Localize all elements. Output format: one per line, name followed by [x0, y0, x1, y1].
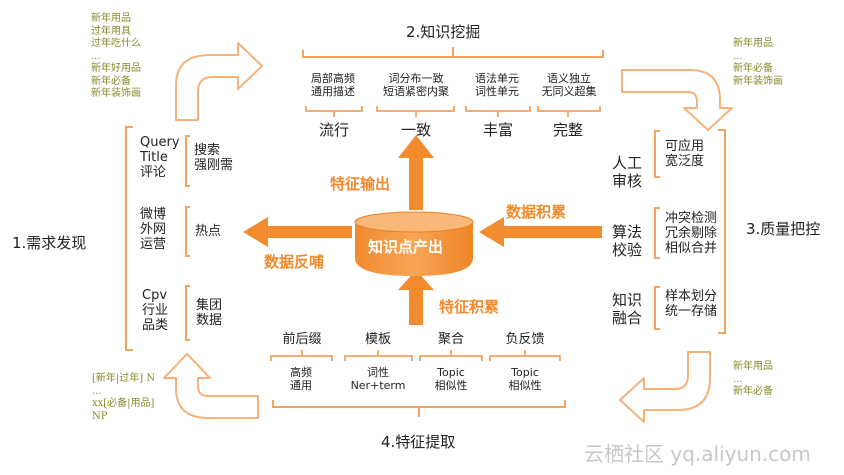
- annotation-top-right: 新年用品 ... 新年必备 新年装饰画: [733, 38, 783, 87]
- mining-item-1-label: 流行: [318, 121, 349, 139]
- center-label: 知识点产出: [368, 238, 444, 256]
- extraction-brace: [272, 400, 566, 417]
- extraction-item-1-label: 前后缀: [282, 332, 322, 347]
- quality-row1-method: 人工 审核: [612, 154, 643, 190]
- extraction-item-2-label: 模板: [364, 332, 391, 347]
- source-item: Title: [140, 150, 168, 165]
- arrow-accumulate-right: [479, 217, 602, 247]
- left-outer-bracket: [125, 126, 133, 351]
- result-item: 搜索: [194, 143, 221, 158]
- extraction-item-3-label: 聚合: [437, 332, 464, 347]
- mining-item-4-label: 完整: [552, 121, 583, 139]
- extraction-bracket-4: [489, 350, 561, 361]
- mining-brace: [302, 47, 604, 58]
- source-item: 评论: [140, 165, 167, 180]
- left-row2-result: 热点: [195, 224, 221, 239]
- right-bracket-row3: [654, 286, 660, 330]
- annotation-bottom-left: [新年|过年] N ... xx[必备|用品] NP: [92, 373, 156, 422]
- source-item: 品类: [142, 318, 169, 333]
- left-row3-result: 集团 数据: [196, 298, 222, 328]
- left-row3-sources: Cpv 行业 品类: [142, 288, 168, 333]
- left-row2-sources: 微博 外网 运营: [140, 207, 166, 252]
- arrow-output-label: 特征输出: [330, 175, 391, 193]
- left-row1-sources: Query Title 评论: [140, 135, 180, 180]
- annotation-top-left: 新年用品 过年用具 过年吃什么 ... 新年好用品 新年必备 新年装饰画: [91, 13, 141, 99]
- mining-bracket-2: [376, 106, 455, 117]
- mining-item-1-desc: 局部高频 通用描述: [311, 72, 355, 98]
- result-item: 强刚需: [194, 158, 234, 173]
- quality-row3-detail: 样本划分 统一存储: [665, 289, 718, 319]
- source-item: Query: [140, 135, 180, 150]
- right-bracket-row2: [654, 207, 660, 259]
- extraction-item-4-label: 负反馈: [505, 332, 545, 347]
- source-item: 外网: [140, 222, 167, 237]
- source-item: 运营: [140, 237, 167, 252]
- mining-bracket-4: [537, 106, 601, 117]
- left-bracket-row3: [185, 285, 190, 341]
- mining-bracket-3: [465, 106, 531, 117]
- arrow-accumulate-bottom-label: 特征积累: [439, 298, 500, 316]
- left-row1-result: 搜索 强刚需: [194, 143, 233, 173]
- result-item: 热点: [195, 224, 222, 239]
- step-quality-title: 3.质量把控: [746, 220, 821, 238]
- extraction-bracket-2: [344, 350, 413, 361]
- extraction-item-3-desc: Topic 相似性: [434, 366, 468, 392]
- source-item: Cpv: [142, 288, 168, 303]
- arrow-feedback-label: 数据反哺: [264, 253, 325, 271]
- flow-arrow-top-right: [621, 69, 733, 131]
- left-bracket-row1: [185, 135, 190, 187]
- watermark-text: 云栖社区 yq.aliyun.com: [584, 442, 811, 466]
- step-discovery-title: 1.需求发现: [12, 234, 87, 252]
- arrow-accumulate-right-label: 数据积累: [506, 203, 567, 221]
- left-bracket-row2: [185, 206, 190, 257]
- annotation-bottom-right: 新年用品 ... 新年必备: [733, 361, 773, 397]
- right-bracket-row1: [654, 130, 660, 178]
- flow-arrow-bottom-right: [619, 351, 711, 423]
- quality-row2-method: 算法 校验: [612, 223, 643, 259]
- mining-item-2-desc: 词分布一致 短语紧密内聚: [383, 72, 449, 98]
- arrow-output-up: [398, 135, 434, 210]
- step-mining-title: 2.知识挖掘: [406, 23, 481, 41]
- extraction-item-1-desc: 高频 通用: [290, 366, 312, 392]
- step-extraction-title: 4.特征提取: [381, 433, 456, 451]
- source-item: 行业: [142, 303, 169, 318]
- arrow-accumulate-bottom: [398, 270, 434, 325]
- mining-item-2-label: 一致: [400, 121, 431, 139]
- right-outer-bracket: [718, 129, 726, 334]
- result-item: 数据: [196, 313, 223, 328]
- quality-row3-method: 知识 融合: [612, 291, 643, 327]
- quality-row1-detail: 可应用 宽泛度: [665, 139, 705, 169]
- quality-row2-detail: 冲突检测 冗余剔除 相似合并: [665, 211, 718, 256]
- mining-item-3-label: 丰富: [482, 121, 513, 139]
- extraction-bracket-1: [270, 350, 333, 361]
- result-item: 集团: [196, 298, 223, 313]
- source-item: 微博: [140, 207, 167, 222]
- extraction-item-2-desc: 词性 Ner+term: [350, 366, 406, 392]
- arrow-feedback-left: [243, 217, 352, 247]
- flow-arrow-top-left: [175, 42, 263, 121]
- mining-bracket-1: [305, 106, 363, 117]
- flow-arrow-bottom-left: [163, 353, 259, 419]
- mining-item-3-desc: 语法单元 词性单元: [475, 72, 519, 98]
- mining-item-4-desc: 语义独立 无同义超集: [541, 72, 597, 98]
- knowledge-cylinder: [354, 211, 474, 276]
- extraction-bracket-3: [419, 350, 483, 361]
- extraction-item-4-desc: Topic 相似性: [508, 366, 542, 392]
